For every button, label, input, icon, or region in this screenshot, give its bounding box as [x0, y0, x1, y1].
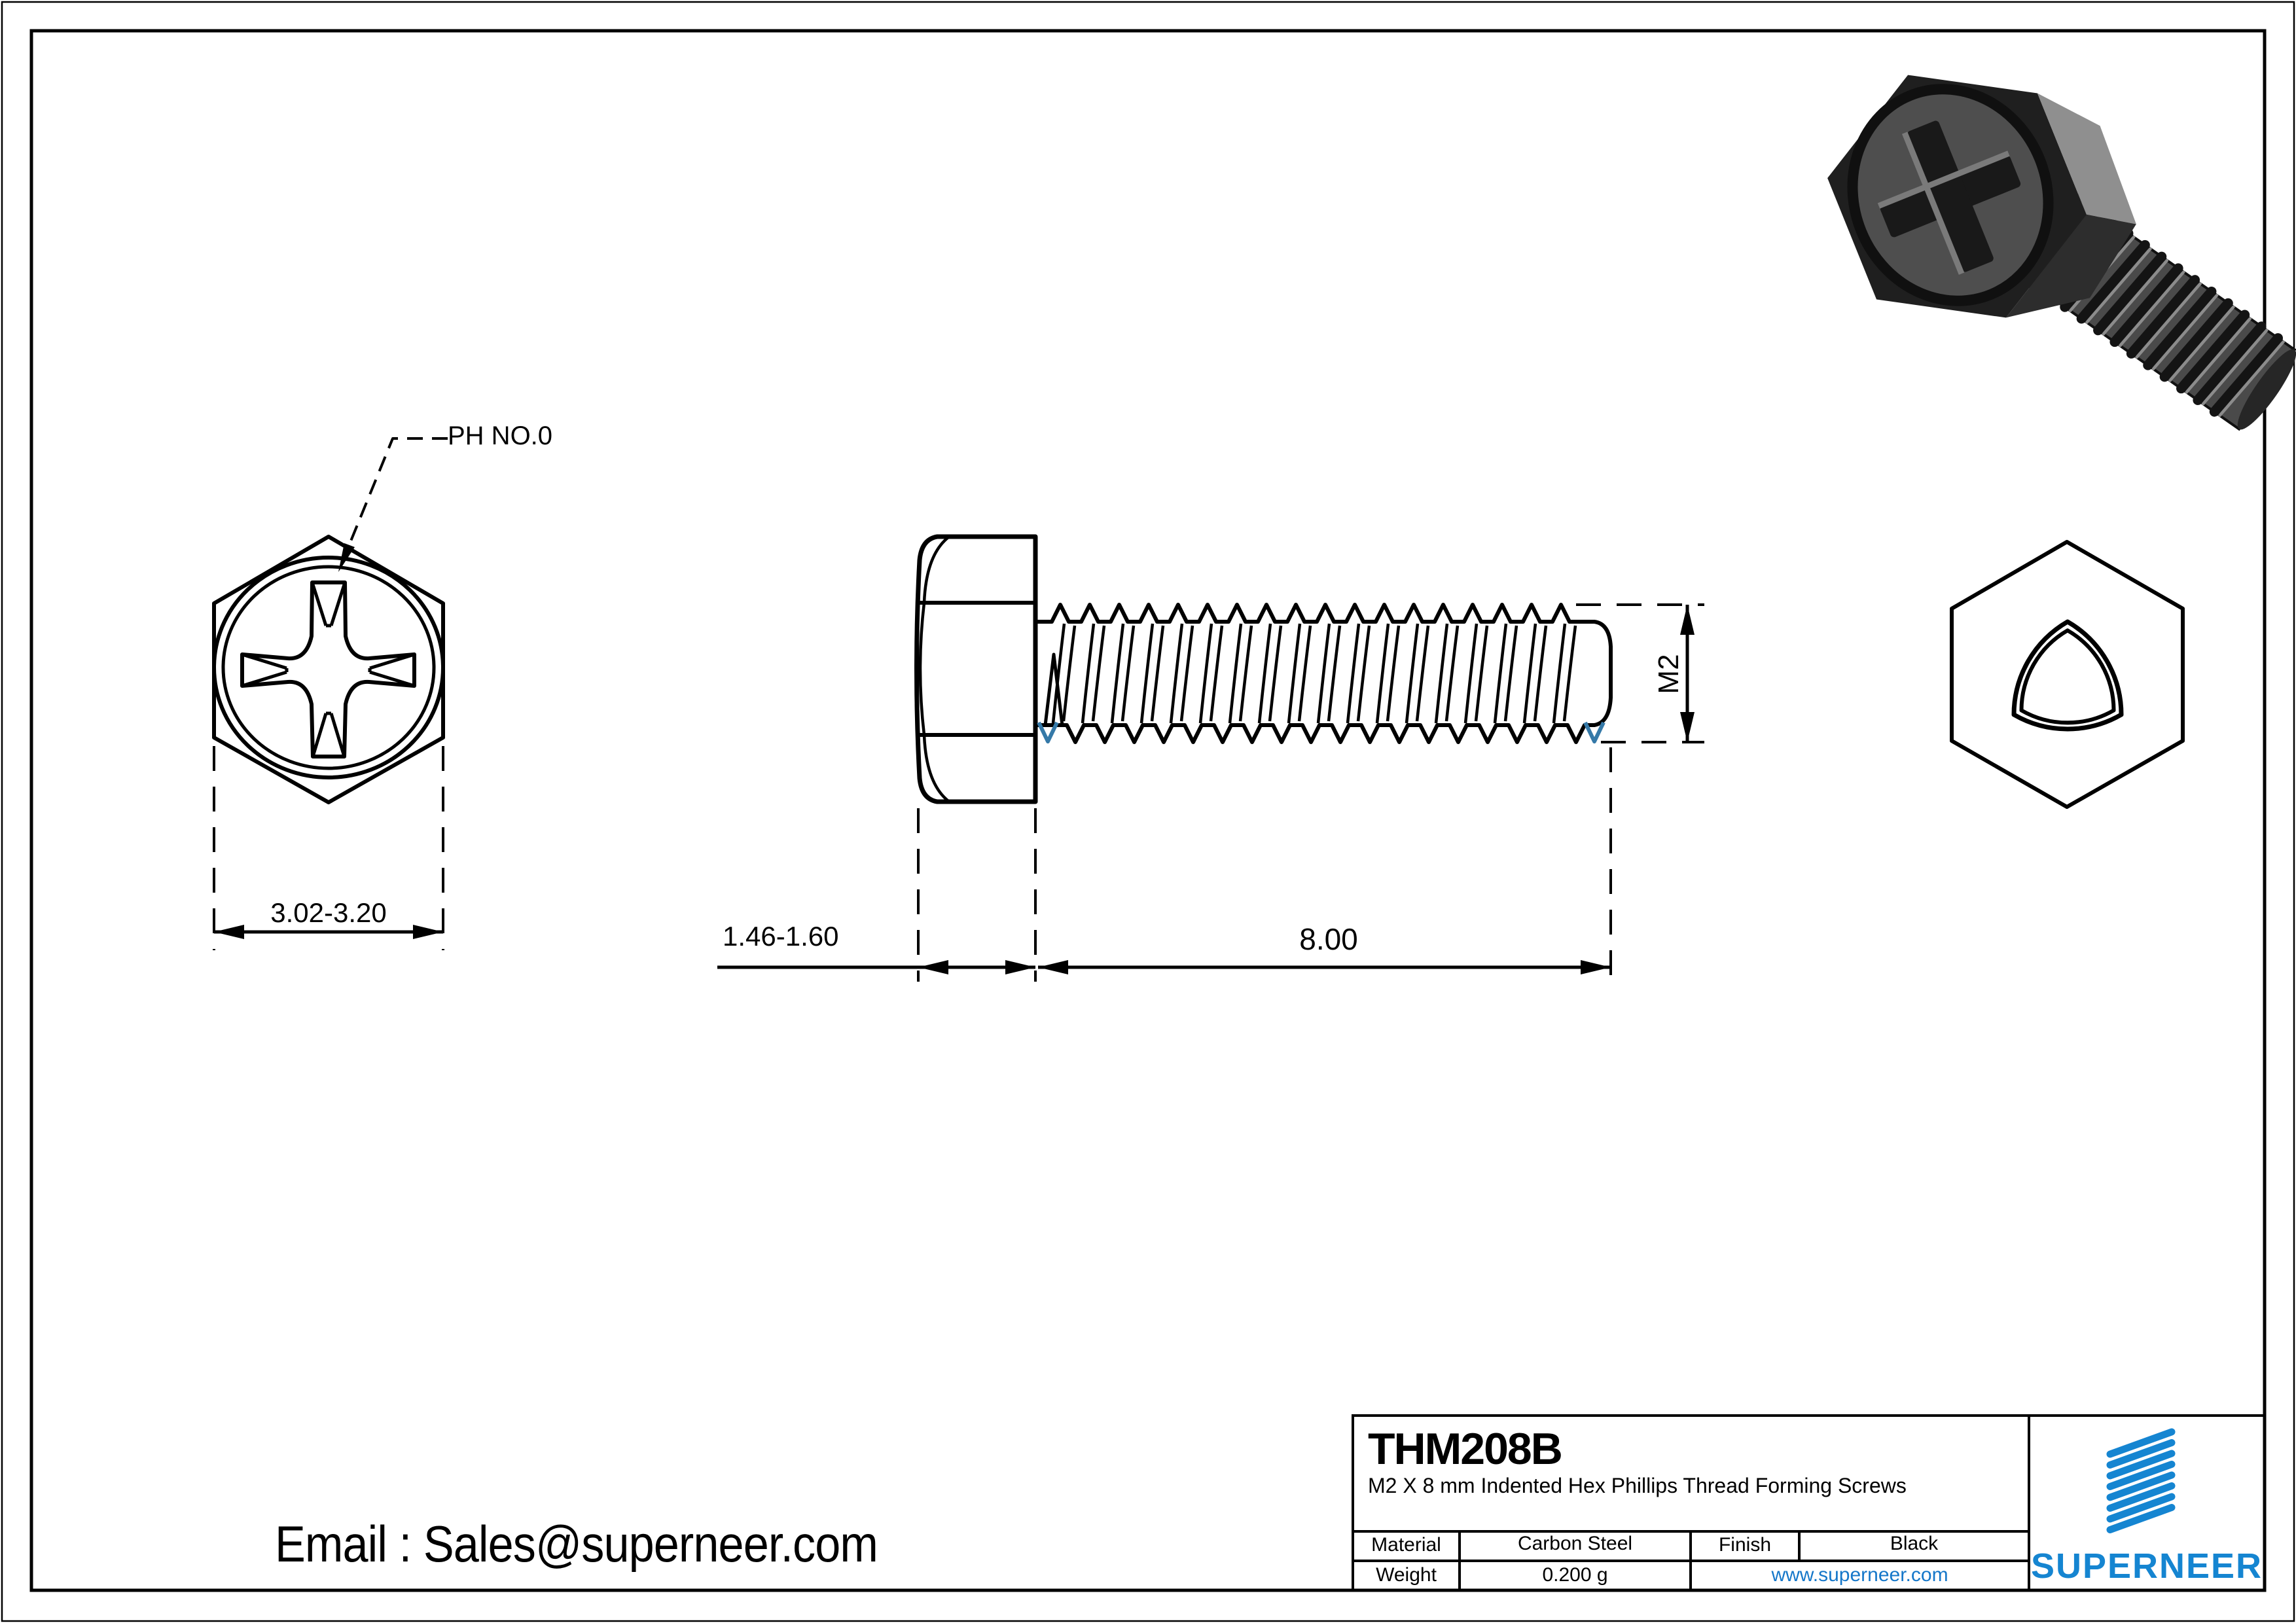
- title-block: [1352, 1414, 2266, 1592]
- finish-value: Black: [1890, 1533, 1939, 1554]
- hex-end-outline: [1950, 540, 2185, 809]
- head-facet-lines: [920, 601, 1035, 737]
- dim-width-across-flats: 3.02-3.20: [270, 897, 387, 928]
- indented-rim-inner: [221, 565, 436, 770]
- length-arrows: [918, 960, 1611, 974]
- end-view: [1950, 540, 2185, 809]
- dim-thread-length: 8.00: [1299, 922, 1358, 956]
- material-value: Carbon Steel: [1517, 1533, 1633, 1554]
- phillips-wedge-lines: [242, 582, 415, 757]
- indented-rim-outer: [212, 556, 445, 779]
- side-view: [717, 534, 1704, 982]
- weight-value: 0.200 g: [1542, 1564, 1608, 1586]
- trilobular-outer: [2011, 619, 2124, 732]
- head-chamfer-curves: [918, 536, 950, 802]
- superneer-diagonal-stripes-logo-icon: [2106, 1428, 2176, 1533]
- screw-3d-render: [1827, 75, 2296, 431]
- material-label: Material: [1371, 1534, 1441, 1556]
- thread-runout-marks-blue: [1037, 721, 1605, 743]
- front-view: [212, 437, 448, 950]
- length-extension-lines: [917, 747, 1612, 982]
- ph-leader-line: [342, 437, 448, 561]
- phillips-cross-outline: [240, 580, 416, 758]
- screw-3d-phillips: [1877, 120, 2021, 275]
- weight-label: Weight: [1376, 1564, 1437, 1586]
- thread-runout-line: [1043, 652, 1064, 726]
- finish-label: Finish: [1718, 1534, 1772, 1556]
- ph-leader-arrow: [338, 543, 355, 572]
- thread-outline: [1035, 603, 1613, 744]
- website-link[interactable]: www.superneer.com: [1771, 1564, 1948, 1586]
- thread-flank-lines: [1051, 623, 1577, 724]
- dia-arrows: [1680, 605, 1695, 742]
- part-number: THM208B: [1368, 1424, 1563, 1474]
- hex-head-outline: [212, 535, 445, 804]
- part-description: M2 X 8 mm Indented Hex Phillips Thread F…: [1368, 1474, 1907, 1497]
- head-side-outline: [914, 534, 1038, 804]
- screw-3d-tip: [2237, 349, 2296, 430]
- af-extension-lines: [213, 746, 444, 950]
- drawing-frame-border: [29, 29, 2267, 1592]
- dim-thread-size: M2: [1653, 654, 1685, 694]
- trilobular-inner: [2019, 628, 2116, 725]
- dim-head-height: 1.46-1.60: [723, 921, 839, 952]
- brand-name: SUPERNEER: [2030, 1546, 2263, 1586]
- ph-recess-label: PH NO.0: [448, 421, 553, 450]
- contact-email-text: Email : Sales@superneer.com: [275, 1515, 878, 1573]
